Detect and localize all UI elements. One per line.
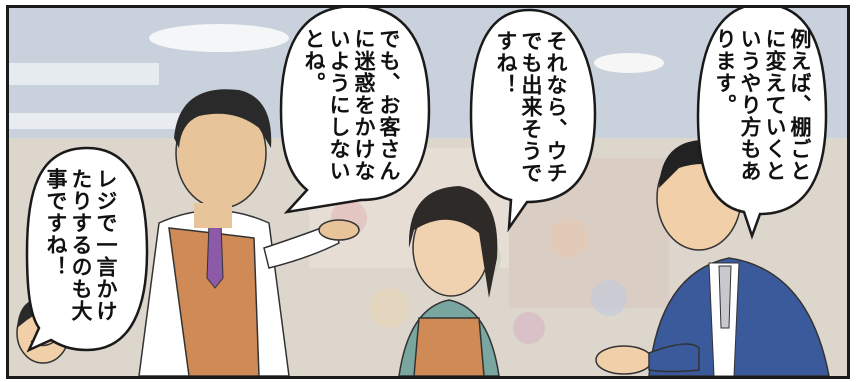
ceiling-light xyxy=(149,24,289,52)
bubble-manager-text: でも、お客さん に迷惑をかけな いようにしない とね。 xyxy=(302,28,401,182)
bubble-center-text: それなら、ウチ でも出来そうで すね！ xyxy=(494,30,568,184)
bubble-narrator-text: レジで一言かけ たりするのも大 事ですね！ xyxy=(44,168,118,322)
speech-bubble-center: それなら、ウチ でも出来そうで すね！ xyxy=(467,8,607,233)
speech-bubble-narrator: レジで一言かけ たりするのも大 事ですね！ xyxy=(21,144,153,358)
woman-clerk-figure xyxy=(398,186,500,376)
speech-bubble-right: 例えば、棚ごと に変えていくと いうやり方もあ ります。 xyxy=(692,8,832,240)
speech-bubble-manager: でも、お客さん に迷惑をかけな いようにしない とね。 xyxy=(277,8,437,222)
manager-figure xyxy=(138,89,360,376)
comic-panel: 例えば、棚ごと に変えていくと いうやり方もあ ります。 それなら、ウチ でも出… xyxy=(6,5,850,379)
ceiling-light xyxy=(594,53,664,73)
bubble-right-text: 例えば、棚ごと に変えていくと いうやり方もあ ります。 xyxy=(713,28,812,182)
